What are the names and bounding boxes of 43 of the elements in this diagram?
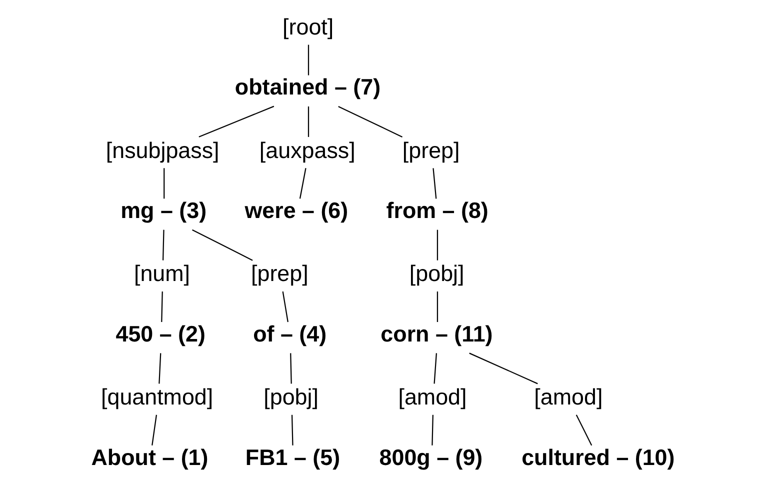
connector [164, 168, 165, 199]
node-text: obtained – (7) [234, 74, 381, 100]
connector [469, 352, 538, 384]
connector [299, 168, 306, 199]
node-text: FB1 – (5) [245, 444, 340, 470]
connector [291, 414, 294, 446]
node-text: [prep] [402, 138, 460, 163]
node-text: [prep] [251, 261, 308, 286]
connector [198, 106, 274, 138]
connector [282, 291, 288, 322]
node-text: [root] [282, 14, 334, 40]
node-text: [amod] [398, 384, 467, 410]
connector [308, 106, 310, 137]
node-text: [quantmod] [101, 384, 214, 410]
connector [338, 106, 403, 138]
connector [161, 291, 163, 322]
node-text: About – (1) [91, 444, 208, 470]
node-text: corn – (11) [380, 321, 493, 346]
node-text: were – (6) [244, 198, 348, 224]
node-text: [pobj] [409, 261, 464, 286]
node-text: [num] [134, 261, 190, 286]
connector [290, 353, 292, 384]
node-text: [pobj] [264, 384, 318, 410]
connector [432, 168, 437, 199]
connector [436, 230, 438, 260]
node-text: mg – (3) [120, 198, 207, 224]
connector [434, 353, 437, 384]
node-text: cultured – (10) [522, 444, 675, 470]
node-text: [nsubjpass] [106, 138, 220, 163]
connector [436, 292, 438, 322]
connector [162, 230, 164, 260]
node-text: [auxpass] [259, 138, 356, 163]
connector [576, 414, 592, 446]
node-text: 450 – (2) [116, 321, 206, 346]
node-text: of – (4) [253, 321, 327, 346]
connector [192, 229, 253, 261]
connector [432, 414, 434, 446]
connector [308, 44, 310, 76]
connector [158, 353, 162, 384]
node-text: [amod] [534, 384, 603, 410]
connector [152, 414, 158, 446]
node-text: 800g – (9) [379, 444, 483, 470]
node-text: from – (8) [386, 198, 488, 224]
